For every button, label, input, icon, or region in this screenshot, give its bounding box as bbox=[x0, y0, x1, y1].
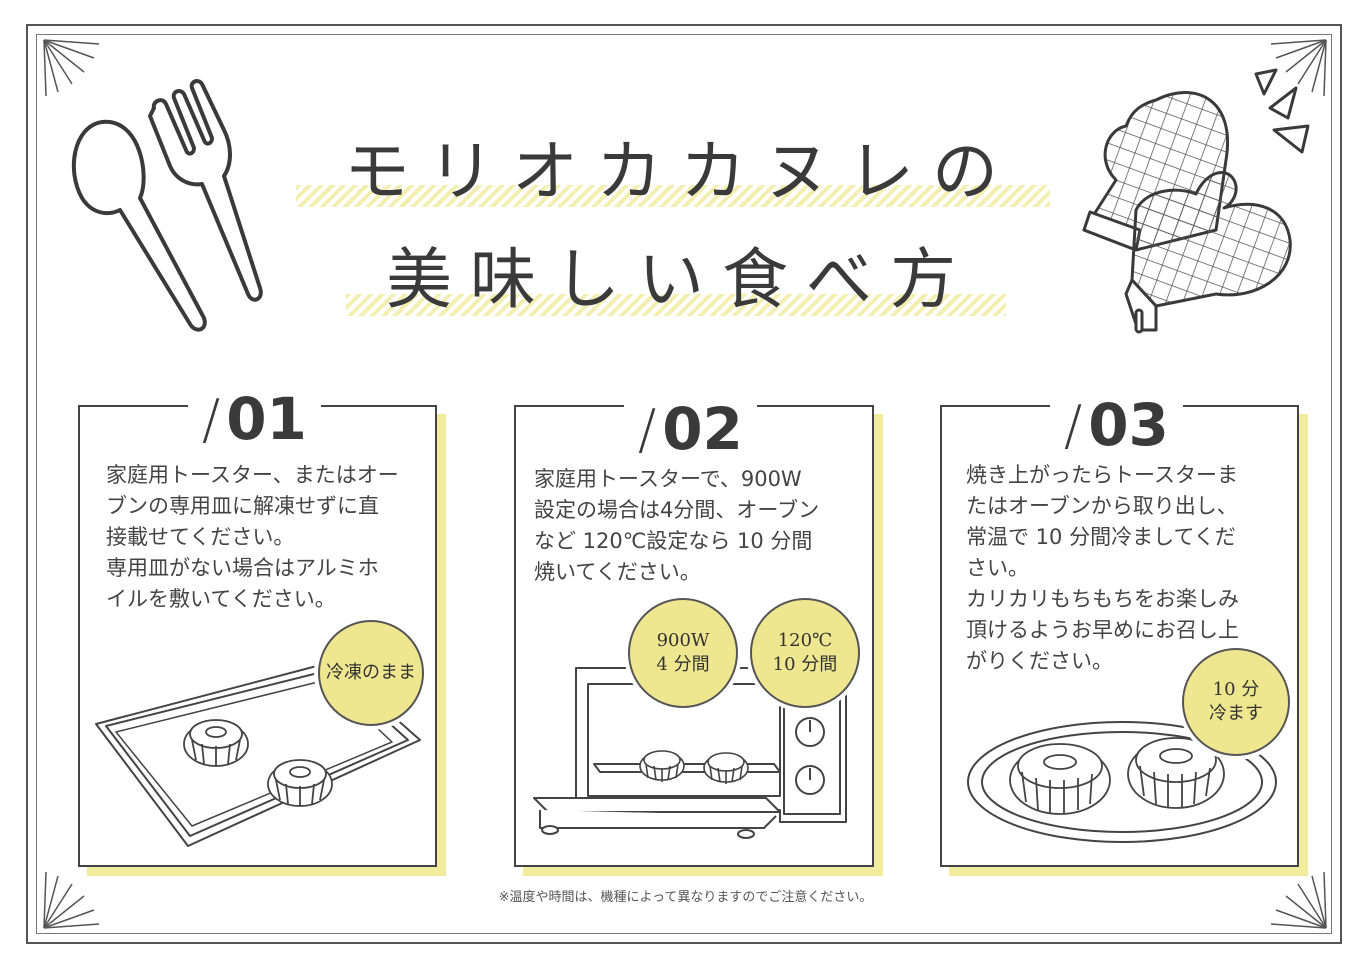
corner-rays-icon bbox=[43, 871, 100, 929]
page-title-line2: 美味しい食べ方 bbox=[386, 241, 974, 318]
slash-mark: / bbox=[638, 397, 657, 461]
canele-illustration bbox=[183, 719, 249, 767]
canele-illustration bbox=[639, 750, 749, 784]
sparkle-icon bbox=[1254, 68, 1310, 154]
corner-rays-icon bbox=[1270, 871, 1327, 929]
step-text-3: 焼き上がったらトースターま たはオーブンから取り出し、 常温で 10 分間冷まし… bbox=[966, 463, 1239, 673]
fork-icon bbox=[148, 79, 263, 302]
outer-frame bbox=[26, 24, 1342, 944]
slash-mark: / bbox=[202, 387, 221, 451]
inner-frame bbox=[36, 34, 1332, 934]
step-text-2: 家庭用トースターで、900W 設定の場合は4分間、オーブン など 120℃設定な… bbox=[534, 467, 820, 584]
step-number-1: / 01 bbox=[188, 384, 321, 454]
canele-illustration bbox=[267, 759, 333, 807]
spoon-icon bbox=[71, 119, 207, 332]
step-text-1: 家庭用トースター、またはオー ブンの専用皿に解凍せずに直 接載せてください。 専… bbox=[106, 463, 399, 611]
step-number-label: 01 bbox=[226, 385, 307, 453]
step-badge-120c: 120℃ 10 分間 bbox=[750, 598, 860, 708]
corner-rays-icon bbox=[43, 39, 100, 97]
step-number-3: / 03 bbox=[1050, 390, 1183, 460]
footnote: ※温度や時間は、機種によって異なりますのでご注意ください。 bbox=[498, 890, 873, 905]
step-number-label: 03 bbox=[1088, 391, 1169, 459]
step-badge-cool: 10 分 冷ます bbox=[1182, 648, 1290, 756]
oven-mitt-icon bbox=[1082, 91, 1292, 334]
slash-mark: / bbox=[1064, 393, 1083, 457]
page-title-line1: モリオカカヌレの bbox=[344, 133, 1016, 210]
canele-illustration bbox=[1009, 737, 1225, 815]
title-highlight bbox=[296, 185, 1050, 207]
plate-illustration bbox=[967, 721, 1277, 843]
step-badge-frozen: 冷凍のまま bbox=[318, 620, 424, 726]
corner-rays-icon bbox=[1270, 39, 1327, 97]
step-number-2: / 02 bbox=[624, 394, 757, 464]
step-badge-900w: 900W 4 分間 bbox=[628, 598, 738, 708]
step-number-label: 02 bbox=[662, 395, 743, 463]
title-highlight bbox=[346, 294, 1006, 316]
